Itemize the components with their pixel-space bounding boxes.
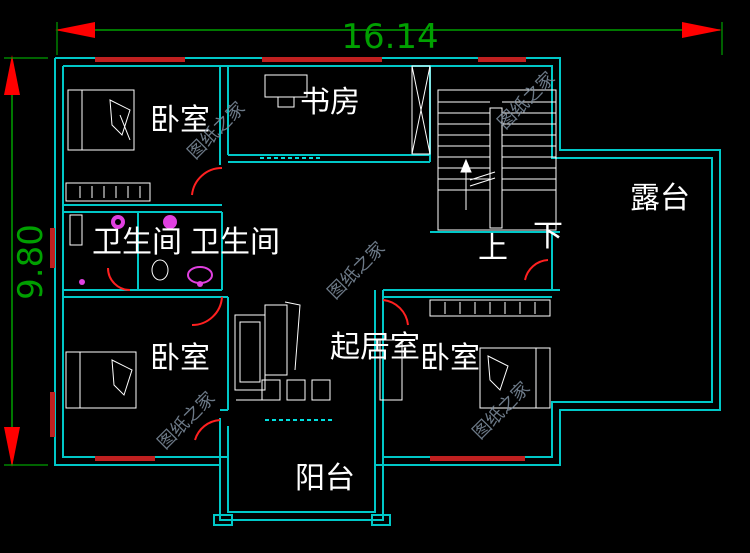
bed-se [479, 347, 551, 409]
bed-nw [67, 89, 135, 151]
room-label-living: 起居室 [330, 330, 420, 365]
room-label-bath-1: 卫生间 [92, 225, 182, 260]
wardrobe-nw [65, 182, 151, 202]
walls [54, 57, 721, 526]
room-label-balcony: 阳台 [295, 461, 355, 496]
glass-doors [260, 157, 335, 421]
arrow-right-icon [682, 22, 722, 38]
room-label-bedroom-se: 卧室 [420, 341, 480, 376]
width-label: 16.14 [341, 17, 438, 57]
room-label-bedroom-nw: 卧室 [150, 103, 210, 138]
living-furniture [234, 301, 403, 401]
arrow-left-icon [55, 22, 95, 38]
height-label: 9.80 [11, 224, 51, 300]
watermark: 图纸之家 [154, 388, 220, 454]
watermark: 图纸之家 [469, 378, 535, 444]
room-label-terrace: 露台 [630, 181, 690, 216]
arrow-down-icon [4, 427, 20, 467]
room-label-study: 书房 [300, 85, 360, 120]
room-label-bedroom-sw: 卧室 [150, 341, 210, 376]
height-dimension: 9.80 [4, 55, 51, 467]
bed-sw [65, 351, 137, 409]
room-label-stair-down: 下 [533, 219, 563, 254]
bath-fixtures [69, 214, 213, 287]
staircase [437, 89, 557, 231]
wardrobe-se [429, 299, 551, 317]
arrow-up-icon [4, 55, 20, 95]
watermark: 图纸之家 [324, 238, 390, 304]
windows [50, 57, 526, 461]
study-desk [264, 65, 431, 155]
room-label-bath-2: 卫生间 [190, 225, 280, 260]
room-label-stair-up: 上 [478, 231, 508, 266]
doors [107, 166, 549, 441]
width-dimension: 16.14 [55, 17, 723, 57]
